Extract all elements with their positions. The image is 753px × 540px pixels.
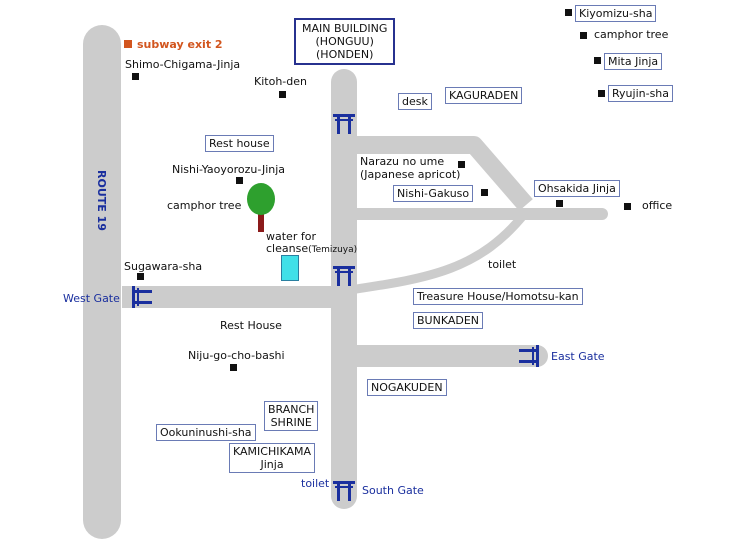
water-label-2: cleanse(Temizuya) xyxy=(266,242,357,257)
narazu-line2: (Japanese apricot) xyxy=(360,168,461,181)
place-ohsakida[interactable]: Ohsakida Jinja xyxy=(534,180,620,197)
upper-east-road xyxy=(344,136,533,211)
place-camphor-ne[interactable]: camphor tree xyxy=(594,28,669,41)
water-basin-icon[interactable] xyxy=(281,255,299,281)
place-marker-icon xyxy=(236,177,243,184)
place-kamichikama[interactable]: KAMICHIKAMA Jinja xyxy=(229,443,316,473)
place-camphor-w[interactable]: camphor tree xyxy=(167,199,242,212)
subway-exit-label[interactable]: subway exit 2 xyxy=(137,38,223,51)
place-marker-icon xyxy=(132,73,139,80)
kamichikama-line2: Jinja xyxy=(260,458,284,471)
place-marker-icon xyxy=(598,90,605,97)
place-kaguraden[interactable]: KAGURADEN xyxy=(445,87,523,104)
place-marker-icon xyxy=(230,364,237,371)
place-marker-icon xyxy=(594,57,601,64)
place-nishi-gakuso[interactable]: Nishi-Gakuso xyxy=(393,185,474,202)
place-kitoh-den[interactable]: Kitoh-den xyxy=(254,75,307,88)
place-treasure-house[interactable]: Treasure House/Homotsu-kan xyxy=(413,288,583,305)
place-ryujin[interactable]: Ryujin-sha xyxy=(608,85,674,102)
water-label-cleanse: cleanse xyxy=(266,242,309,255)
place-nogakuden[interactable]: NOGAKUDEN xyxy=(367,379,447,396)
place-marker-icon xyxy=(481,189,488,196)
branch-line2: SHRINE xyxy=(270,416,312,429)
water-label-1: water for xyxy=(266,230,316,243)
place-shimo-chigama[interactable]: Shimo-Chigama-Jinja xyxy=(125,58,241,71)
south-gate-label[interactable]: South Gate xyxy=(362,484,424,497)
main-building-line1: MAIN BUILDING xyxy=(302,22,388,35)
place-niju-go-cho-bashi[interactable]: Niju-go-cho-bashi xyxy=(188,349,285,362)
place-rest-house-box[interactable]: Rest house xyxy=(205,135,274,152)
kamichikama-line1: KAMICHIKAMA xyxy=(233,445,312,458)
curved-road xyxy=(349,209,530,295)
water-label-temizuya: (Temizuya) xyxy=(308,245,358,255)
torii-icon xyxy=(333,266,355,286)
place-marker-icon xyxy=(458,161,465,168)
place-kiyomizu[interactable]: Kiyomizu-sha xyxy=(575,5,657,22)
route-19-label: ROUTE 19 xyxy=(95,170,108,231)
main-building-line3: (HONDEN) xyxy=(316,48,374,61)
place-rest-house[interactable]: Rest House xyxy=(220,319,282,332)
place-nishi-yaoyorozu[interactable]: Nishi-Yaoyorozu-Jinja xyxy=(172,163,286,176)
place-bunkaden[interactable]: BUNKADEN xyxy=(413,312,484,329)
west-gate-label[interactable]: West Gate xyxy=(63,292,120,305)
main-building-line2: (HONGUU) xyxy=(315,35,374,48)
place-marker-icon xyxy=(279,91,286,98)
place-narazu[interactable]: Narazu no ume (Japanese apricot) xyxy=(360,155,460,181)
torii-icon xyxy=(132,286,152,308)
east-gate-label[interactable]: East Gate xyxy=(551,350,605,363)
place-mita[interactable]: Mita Jinja xyxy=(604,53,663,70)
narazu-line1: Narazu no ume xyxy=(360,155,445,168)
place-marker-icon xyxy=(580,32,587,39)
place-sugawara[interactable]: Sugawara-sha xyxy=(124,260,203,273)
place-office[interactable]: office xyxy=(642,199,673,212)
torii-icon xyxy=(519,345,539,367)
place-marker-icon xyxy=(137,273,144,280)
subway-marker-icon xyxy=(124,40,132,48)
place-ookuninushi[interactable]: Ookuninushi-sha xyxy=(156,424,256,441)
tree-icon xyxy=(247,183,275,232)
place-toilet-south[interactable]: toilet xyxy=(301,477,330,490)
place-marker-icon xyxy=(565,9,572,16)
main-building[interactable]: MAIN BUILDING (HONGUU) (HONDEN) xyxy=(294,18,396,65)
place-desk[interactable]: desk xyxy=(398,93,432,110)
place-branch-shrine[interactable]: BRANCH SHRINE xyxy=(264,401,319,431)
place-marker-icon xyxy=(624,203,631,210)
torii-icon xyxy=(333,114,355,134)
torii-icon xyxy=(333,481,355,501)
place-toilet-east[interactable]: toilet xyxy=(488,258,517,271)
branch-line1: BRANCH xyxy=(268,403,315,416)
place-marker-icon xyxy=(556,200,563,207)
